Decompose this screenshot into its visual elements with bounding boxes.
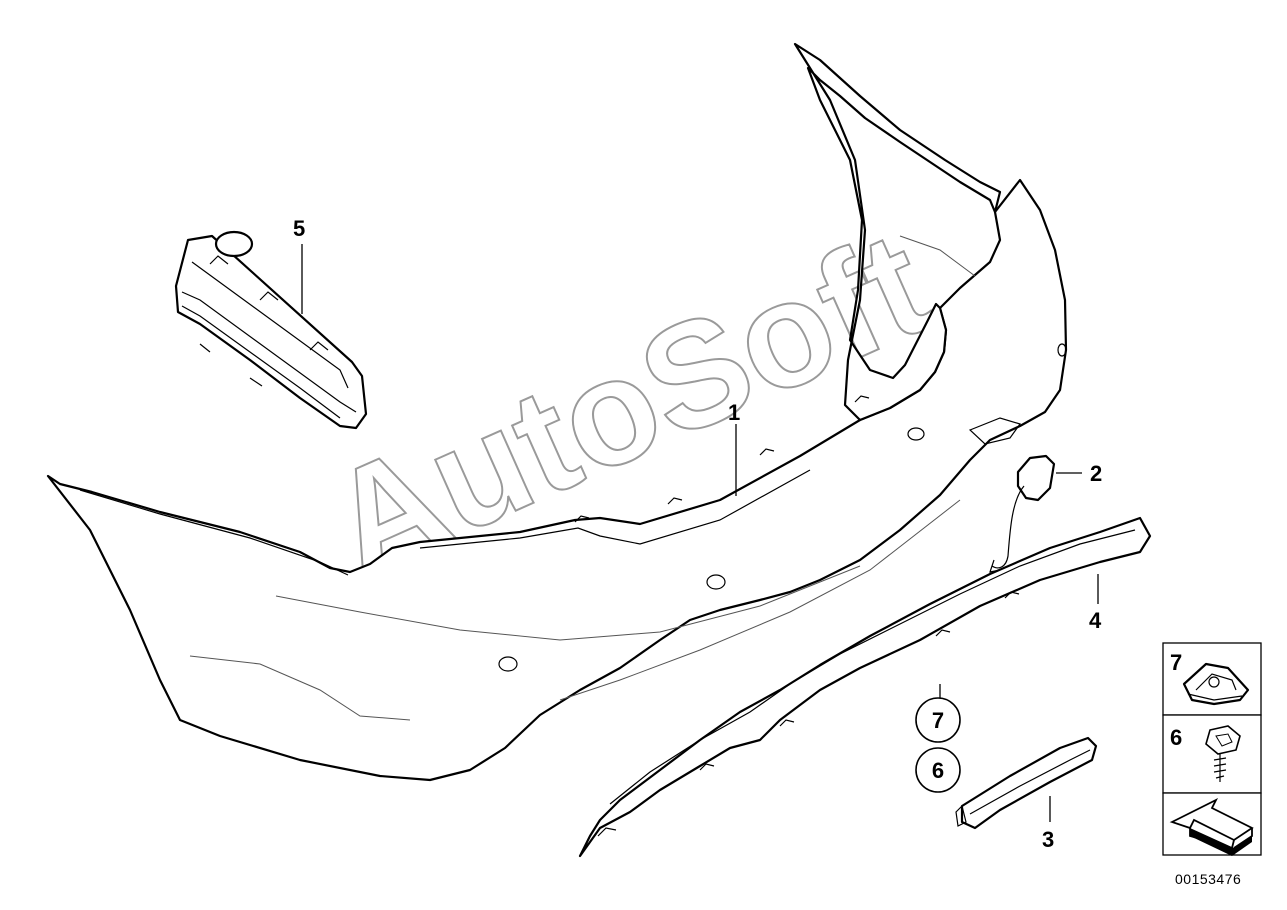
clip-nut-icon — [1182, 662, 1250, 706]
trim-strip — [955, 736, 1098, 830]
callout-5: 5 — [293, 216, 305, 241]
legend-label-7: 7 — [1170, 650, 1182, 675]
circled-callout-6: 6 — [915, 747, 961, 793]
rear-bumper-panel — [46, 42, 1068, 782]
callout-2: 2 — [1090, 461, 1102, 486]
fastener-legend: 7 6 — [1162, 642, 1262, 856]
circled-callout-7: 7 — [915, 697, 961, 743]
leader-lines — [301, 244, 1099, 822]
catalog-number: 00153476 — [1175, 871, 1241, 887]
legend-label-6: 6 — [1170, 725, 1182, 750]
direction-arrow-icon — [1169, 797, 1254, 856]
callout-4: 4 — [1089, 608, 1102, 633]
callout-3: 3 — [1042, 827, 1054, 852]
svg-text:7: 7 — [932, 708, 944, 733]
lower-diffuser-trim — [578, 516, 1152, 858]
svg-text:6: 6 — [932, 758, 944, 783]
hex-screw-icon — [1205, 725, 1241, 782]
reflector-housing — [174, 230, 368, 430]
tow-hook-cover — [989, 454, 1056, 573]
callout-1: 1 — [728, 400, 740, 425]
